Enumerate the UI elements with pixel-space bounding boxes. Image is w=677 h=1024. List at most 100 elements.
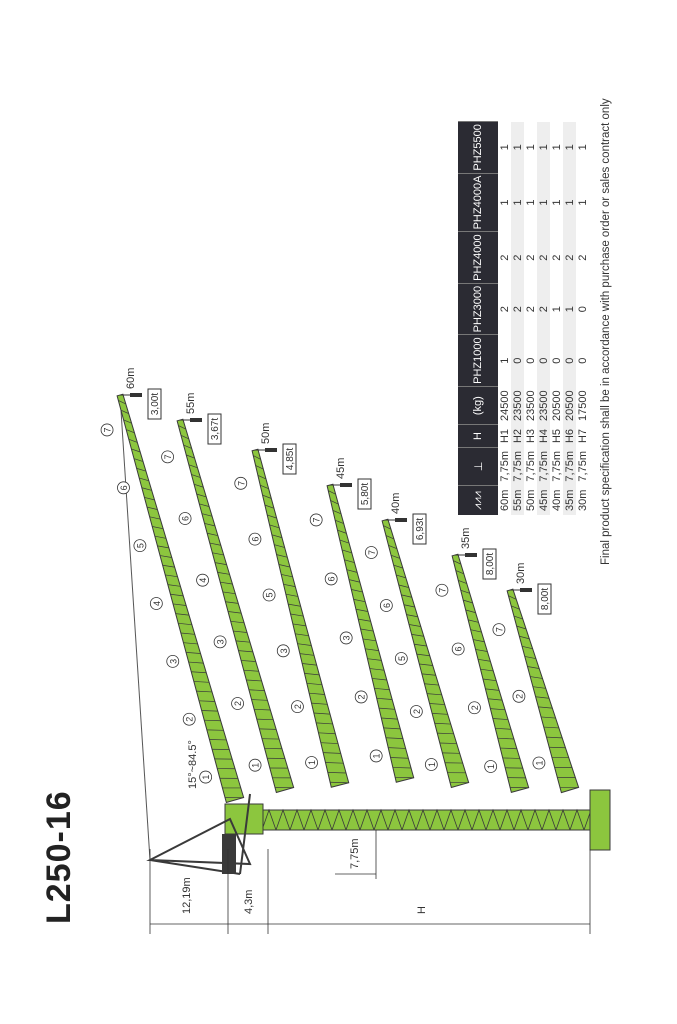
- table-cell: 0: [537, 334, 550, 387]
- table-cell: 1: [563, 173, 576, 232]
- table-cell: 7,75m: [576, 451, 589, 482]
- jib-tip-load: 6,93t: [415, 518, 426, 540]
- section-number: 6: [382, 603, 392, 608]
- jib-length: 45m: [335, 458, 347, 479]
- table-cell: 45m: [537, 485, 550, 515]
- section-number: 2: [233, 701, 243, 706]
- dim-top-height: 12,19m: [181, 877, 193, 914]
- table-cell: 7,75m: [537, 447, 550, 486]
- section-marker: [468, 701, 481, 715]
- section-marker: [149, 597, 163, 610]
- luffing-angle: 15°~84.5°: [187, 740, 199, 789]
- section-number: 2: [470, 705, 480, 710]
- section-marker: [339, 631, 353, 645]
- section-number: 1: [307, 760, 317, 765]
- section-number: 2: [357, 694, 367, 699]
- section-number: 1: [372, 753, 382, 758]
- column-header: PHZ3000: [458, 283, 498, 335]
- section-number: 1: [201, 775, 211, 780]
- section-marker: [291, 700, 304, 714]
- table-cell: 1: [498, 144, 511, 151]
- section-marker: [435, 583, 449, 597]
- hook-icon: [340, 483, 352, 487]
- section-marker: [484, 760, 498, 773]
- table-cell: 0: [563, 334, 576, 387]
- table-cell: 50m: [524, 489, 537, 511]
- section-marker: [276, 644, 290, 658]
- table-cell: 2: [563, 231, 576, 284]
- hook-icon: [520, 588, 532, 592]
- section-marker: [369, 749, 383, 763]
- table-cell: 2: [537, 231, 550, 284]
- jib-boom: [251, 448, 350, 788]
- section-marker: [532, 756, 546, 770]
- section-marker: [394, 652, 408, 665]
- table-cell: 2: [524, 306, 537, 313]
- jib-boom: [326, 483, 415, 783]
- table-cell: 35m: [563, 485, 576, 515]
- section-marker: [512, 689, 526, 703]
- section-marker: [324, 572, 338, 586]
- column-header: PHZ1000: [458, 334, 498, 387]
- column-header: PHZ4000: [458, 231, 498, 284]
- section-marker: [409, 705, 423, 718]
- section-number: 7: [236, 481, 246, 486]
- section-marker: [117, 481, 130, 495]
- table-cell: 1: [563, 121, 576, 174]
- section-number: 3: [342, 635, 352, 640]
- section-marker: [248, 532, 262, 546]
- section-marker: [424, 758, 438, 771]
- dim-pivot: 4,3m: [243, 890, 255, 914]
- section-number: 1: [534, 760, 544, 765]
- table-cell: 1: [524, 199, 537, 206]
- jib-length: 50m: [260, 423, 272, 444]
- section-marker: [492, 623, 506, 637]
- table-cell: 2: [550, 254, 563, 261]
- table-cell: 23500: [511, 386, 524, 425]
- table-cell: 2: [511, 231, 524, 284]
- section-marker: [262, 588, 276, 602]
- table-cell: H6: [563, 424, 576, 448]
- table-cell: 2: [524, 254, 537, 261]
- table-cell: 55m: [511, 485, 524, 515]
- jib-lattice: [508, 595, 579, 788]
- table-cell: 23500: [524, 390, 537, 421]
- section-number: 2: [514, 694, 524, 699]
- hook-icon: [265, 448, 277, 452]
- section-number: 7: [103, 427, 113, 432]
- hook-icon: [190, 418, 202, 422]
- jib-tip-load: 5,80t: [360, 483, 371, 505]
- table-cell: 20500: [563, 386, 576, 425]
- section-marker: [451, 642, 465, 656]
- table-cell: H2: [511, 424, 524, 448]
- section-marker: [234, 476, 248, 490]
- section-marker: [213, 635, 227, 649]
- table-cell: H7: [576, 428, 589, 444]
- section-number: 7: [367, 550, 377, 555]
- table-cell: 7,75m: [563, 447, 576, 486]
- jib-lattice: [253, 455, 349, 784]
- jib-length: 35m: [460, 528, 472, 549]
- jib-tip-load: 8,00t: [540, 588, 551, 610]
- section-number: 5: [397, 656, 407, 661]
- section-marker: [309, 513, 323, 527]
- section-marker: [379, 599, 393, 612]
- counterweight: [222, 834, 236, 874]
- column-header: (kg): [458, 386, 498, 425]
- hook-icon: [395, 518, 407, 522]
- table-cell: 0: [576, 357, 589, 364]
- table-cell: 0: [511, 334, 524, 387]
- mast-lattice: [261, 808, 599, 831]
- mast-icon: ⊥: [458, 447, 498, 486]
- table-cell: 1: [537, 121, 550, 174]
- section-marker: [354, 690, 368, 704]
- jib-lattice: [383, 525, 469, 783]
